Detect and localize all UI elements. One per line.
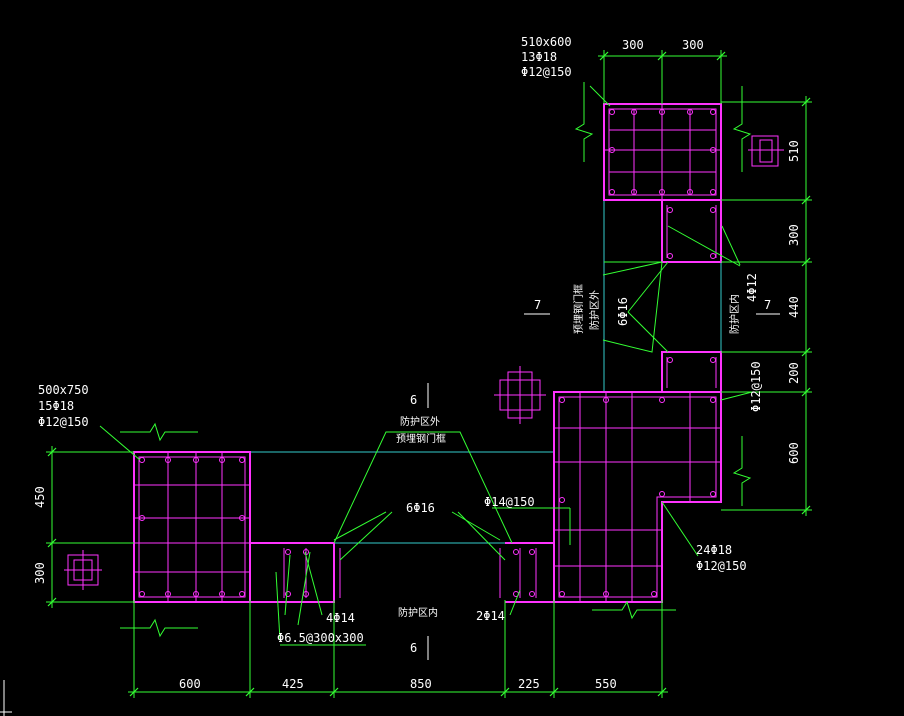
section-marks — [427, 313, 780, 660]
section-7-right: 7 — [764, 298, 771, 312]
section-6-bottom: 6 — [410, 641, 417, 655]
dim-bottom-3: 850 — [410, 677, 432, 691]
dim-bottom-5: 550 — [595, 677, 617, 691]
h-inner-text: 防护区内 — [398, 606, 438, 619]
v-bars-right: 4Φ12 — [745, 273, 759, 302]
wall-left-segment — [250, 542, 335, 603]
ucs-marker — [0, 680, 12, 716]
dim-right-1: 510 — [787, 140, 801, 162]
dim-top-2: 300 — [682, 38, 704, 52]
h-outer-text-1: 防护区外 — [400, 415, 440, 428]
axis-lines — [250, 200, 722, 544]
dim-right-4: 200 — [787, 362, 801, 384]
v-bars-center: 6Φ16 — [616, 297, 630, 326]
dim-left-1: 450 — [33, 486, 47, 508]
labels: 510x600 13Φ18 Φ12@150 500x750 15Φ18 Φ12@… — [33, 35, 801, 691]
v-inner-text: 防护区内 — [728, 294, 741, 334]
dimension-ticks — [47, 51, 811, 697]
col-left-size: 500x750 — [38, 383, 89, 397]
symbol-middle — [494, 366, 546, 424]
column-left-outline — [133, 451, 251, 603]
dim-left-2: 300 — [33, 562, 47, 584]
section-7-left: 7 — [534, 298, 541, 312]
v-outer-text-1: 预埋钢门框 — [572, 284, 585, 334]
v-bars-right2: Φ12@150 — [749, 361, 763, 412]
col-top-bars: 13Φ18 — [521, 50, 557, 64]
dim-bottom-4: 225 — [518, 677, 540, 691]
symbol-left — [64, 550, 102, 590]
rebar-grid — [134, 104, 721, 602]
dim-bottom-1: 600 — [179, 677, 201, 691]
section-6-top: 6 — [410, 393, 417, 407]
vwall-lower-segment — [661, 351, 722, 392]
col-corner-stirrup: Φ12@150 — [696, 559, 747, 573]
h-stirrup-left: Φ6.5@300x300 — [277, 631, 364, 645]
h-bars-left: 4Φ14 — [326, 611, 355, 625]
h-outer-text-2: 预埋钢门框 — [396, 432, 446, 445]
dim-right-3: 440 — [787, 296, 801, 318]
dim-right-2: 300 — [787, 224, 801, 246]
dim-bottom-2: 425 — [282, 677, 304, 691]
h-bars-right: Φ14@150 — [484, 495, 535, 509]
h-bars-center: 6Φ16 — [406, 501, 435, 515]
rebar-dots — [139, 109, 716, 597]
symbol-right — [748, 135, 784, 167]
dim-right-5: 600 — [787, 442, 801, 464]
col-left-bars: 15Φ18 — [38, 399, 74, 413]
col-corner-bars: 24Φ18 — [696, 543, 732, 557]
col-top-size: 510x600 — [521, 35, 572, 49]
column-symbols — [64, 135, 784, 590]
col-left-stirrup: Φ12@150 — [38, 415, 89, 429]
vwall-upper-segment — [661, 200, 722, 263]
dimension-lines — [46, 50, 812, 698]
wall-right-segment — [505, 542, 555, 603]
col-top-stirrup: Φ12@150 — [521, 65, 572, 79]
v-outer-text-2: 防护区外 — [588, 290, 601, 330]
dim-top-1: 300 — [622, 38, 644, 52]
h-bars-left2: 2Φ14 — [476, 609, 505, 623]
